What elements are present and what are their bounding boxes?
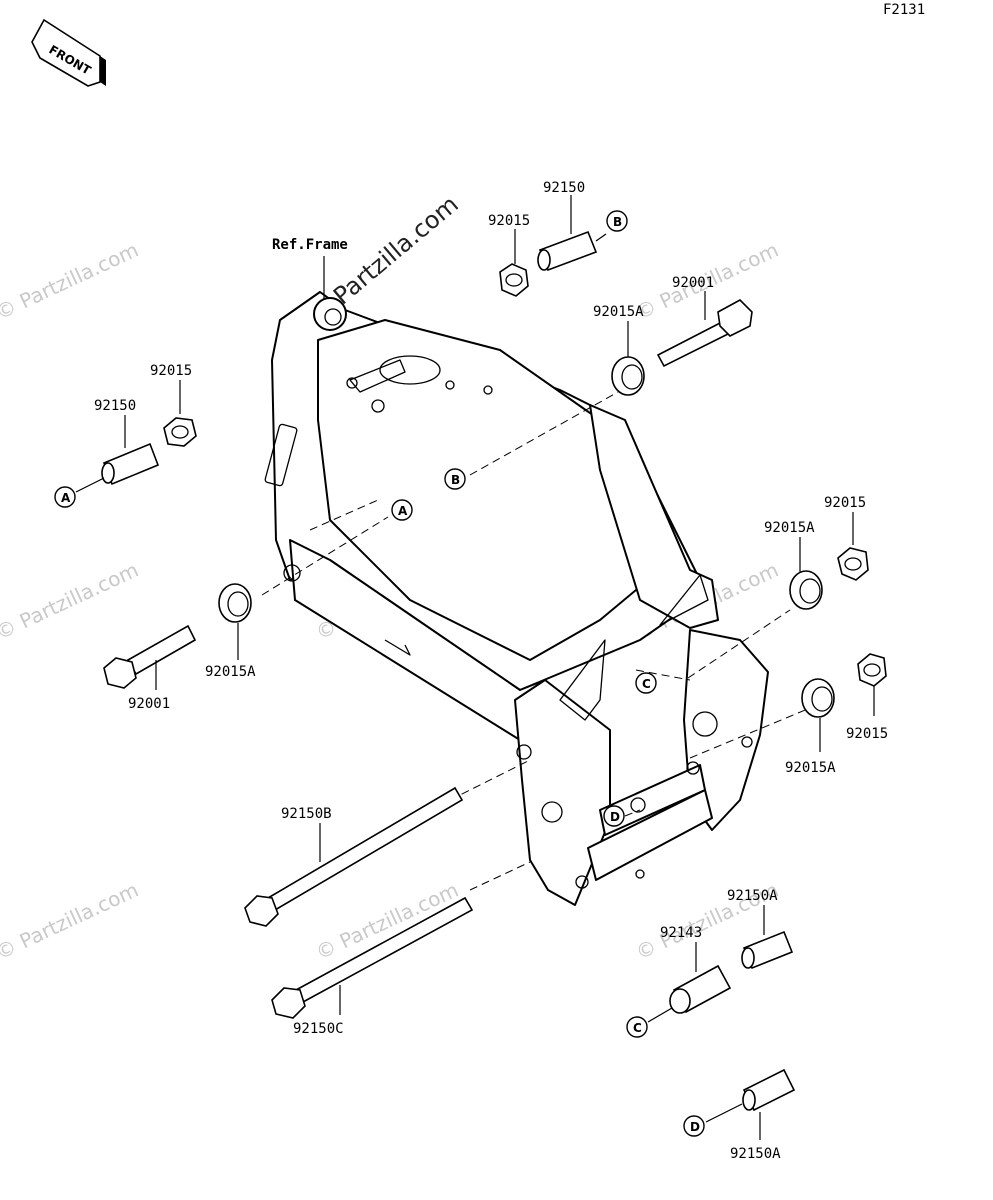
- part-number-92015: 92015: [488, 213, 530, 229]
- part-number-92150: 92150: [94, 398, 136, 414]
- callout-c-frame: [635, 672, 657, 694]
- watermark-text: © Partzilla.com: [0, 878, 142, 965]
- part-number-92150A: 92150A: [727, 888, 778, 904]
- callout-c-label: C: [642, 677, 651, 691]
- callout-a-left: [54, 486, 76, 508]
- long-bolt-92150C: [271, 896, 474, 1019]
- callout-c-low: [626, 1016, 648, 1038]
- callout-a-label: A: [398, 504, 408, 518]
- part-number-92015: 92015: [150, 363, 192, 379]
- part-number-92015: 92015: [824, 495, 866, 511]
- long-bolt-92150B: [244, 786, 464, 927]
- callout-a-top: [391, 499, 413, 521]
- part-number-92150: 92150: [543, 180, 585, 196]
- callout-a-label: A: [61, 491, 71, 505]
- front-arrow-icon: FRONT: [31, 18, 106, 87]
- part-number-92015: 92015: [846, 726, 888, 742]
- stud-92150A-top: [741, 930, 794, 970]
- watermark-text: © Partzilla.com: [0, 558, 142, 645]
- bolt-92001-right: [656, 299, 753, 368]
- ref-frame-label: Ref.Frame: [272, 237, 348, 253]
- callout-d-label: D: [690, 1120, 700, 1134]
- nut-92015-right-mid: [857, 653, 887, 687]
- nut-92015-top: [499, 263, 529, 297]
- part-number-92015A: 92015A: [205, 664, 256, 680]
- part-number-92001: 92001: [672, 275, 714, 291]
- stud-92150-top: [537, 230, 598, 272]
- part-number-92150C: 92150C: [293, 1021, 344, 1037]
- callout-b-label: B: [613, 215, 622, 229]
- part-number-92015A: 92015A: [785, 760, 836, 776]
- callout-b-top: [606, 210, 628, 232]
- bolt-92001-left: [103, 624, 197, 689]
- stud-92150A-bottom: [742, 1068, 796, 1112]
- part-number-92150B: 92150B: [281, 806, 332, 822]
- stud-92150-left: [101, 442, 160, 486]
- collar-nut-92015A-right-mid: [801, 678, 835, 718]
- collar-nut-92015A-top: [611, 356, 645, 396]
- callout-d-frame: [603, 805, 625, 827]
- collar-nut-92015A-right-top: [789, 570, 823, 610]
- callout-b-label: B: [451, 473, 460, 487]
- motorcycle-frame: [264, 291, 769, 906]
- figure-id: F2131: [883, 2, 925, 18]
- part-number-92015A: 92015A: [593, 304, 644, 320]
- part-number-92015A: 92015A: [764, 520, 815, 536]
- spacer-92143: [669, 964, 732, 1014]
- callout-c-label: C: [633, 1021, 642, 1035]
- callout-d-low: [683, 1115, 705, 1137]
- part-number-92001: 92001: [128, 696, 170, 712]
- callout-b-mid: [444, 468, 466, 490]
- collar-nut-92015A-left: [218, 583, 252, 623]
- watermark-text: © Partzilla.com: [0, 238, 142, 325]
- callout-d-label: D: [610, 810, 620, 824]
- part-number-92150A: 92150A: [730, 1146, 781, 1162]
- nut-92015-left: [163, 417, 197, 447]
- part-number-92143: 92143: [660, 925, 702, 941]
- nut-92015-right-top: [837, 547, 869, 581]
- alignment-lines: [261, 391, 811, 891]
